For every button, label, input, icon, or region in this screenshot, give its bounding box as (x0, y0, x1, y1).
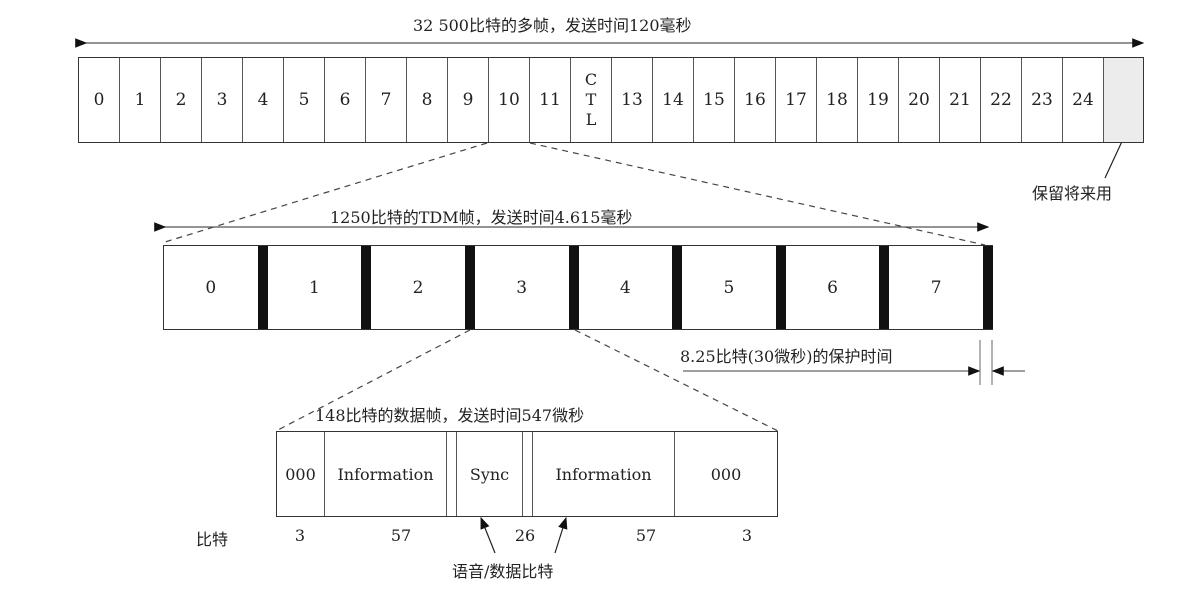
mf-slot-10: 10 (489, 58, 530, 142)
tdm-slot-1: 1 (309, 277, 320, 298)
mf-slot-24: 24 (1063, 58, 1104, 142)
tdm-slot-5: 5 (723, 277, 735, 298)
mf-slot-14: 14 (653, 58, 694, 142)
mf-slot-7: 7 (366, 58, 407, 142)
information-field: Information (325, 432, 447, 516)
tdm-slot-0: 0 (205, 277, 217, 298)
tdm-slot-4: 4 (619, 277, 631, 298)
bit-count: 57 (635, 526, 657, 545)
mf-slot-15: 15 (694, 58, 735, 142)
data-frame-row: 000 Information Sync Information 000 (276, 431, 778, 517)
bits-row-label: 比特 (196, 530, 229, 549)
mf-slot-reserved (1104, 58, 1143, 142)
bit-count: 3 (294, 526, 306, 545)
stealing-bit (523, 432, 533, 516)
reserved-label: 保留将来用 (1032, 184, 1113, 203)
mf-slot-4: 4 (243, 58, 284, 142)
mf-slot-6: 6 (325, 58, 366, 142)
bit-count: 57 (390, 526, 412, 545)
tdm-slot-7: 7 (930, 277, 942, 298)
mf-slot-16: 16 (735, 58, 776, 142)
tdm-slot-6: 6 (827, 277, 838, 298)
mf-slot-20: 20 (899, 58, 940, 142)
tail-bits-field: 000 (710, 464, 742, 484)
mf-slot-19: 19 (858, 58, 899, 142)
ctl-letter-c: C (584, 70, 598, 89)
ctl-letter-t: T (585, 90, 597, 109)
mf-slot-18: 18 (817, 58, 858, 142)
tdm-frame-row: 0 1 2 3 4 5 6 7 (163, 245, 993, 330)
ctl-letter-l: L (585, 110, 597, 129)
mf-slot-3: 3 (202, 58, 243, 142)
mf-slot-ctl: C T L (571, 58, 612, 142)
information-field: Information (533, 432, 675, 516)
multiframe-title: 32 500比特的多帧，发送时间120毫秒 (413, 16, 692, 35)
tail-bits-field: 000 (277, 432, 325, 516)
voice-data-bits-label: 语音/数据比特 (452, 562, 554, 581)
mf-slot-17: 17 (776, 58, 817, 142)
guard-band (464, 246, 475, 329)
guard-time-label: 8.25比特(30微秒)的保护时间 (680, 347, 893, 366)
bit-count: 26 (514, 526, 536, 545)
mf-slot-5: 5 (284, 58, 325, 142)
sync-field: Sync (457, 432, 523, 516)
tdm-slot-2: 2 (412, 277, 424, 298)
guard-band (672, 246, 683, 329)
guard-band (879, 246, 890, 329)
mf-slot-1: 1 (120, 58, 161, 142)
mf-slot-9: 9 (448, 58, 489, 142)
mf-slot-2: 2 (161, 58, 202, 142)
mf-slot-8: 8 (407, 58, 448, 142)
bit-count: 3 (741, 526, 753, 545)
guard-band (983, 246, 993, 329)
guard-band (568, 246, 579, 329)
stealing-bit (447, 432, 457, 516)
mf-slot-0: 0 (79, 58, 120, 142)
guard-band (361, 246, 372, 329)
tdm-frame-title: 1250比特的TDM帧，发送时间4.615毫秒 (330, 208, 633, 227)
mf-slot-23: 23 (1022, 58, 1063, 142)
guard-band (775, 246, 786, 329)
data-frame-title: 148比特的数据帧，发送时间547微秒 (315, 406, 585, 425)
mf-slot-21: 21 (940, 58, 981, 142)
mf-slot-11: 11 (530, 58, 571, 142)
mf-slot-13: 13 (612, 58, 653, 142)
mf-slot-22: 22 (981, 58, 1022, 142)
guard-band (257, 246, 268, 329)
tdm-slot-3: 3 (516, 277, 528, 298)
multiframe-row: 0 1 2 3 4 5 6 7 8 9 10 11 C T L 13 14 15… (78, 57, 1144, 143)
